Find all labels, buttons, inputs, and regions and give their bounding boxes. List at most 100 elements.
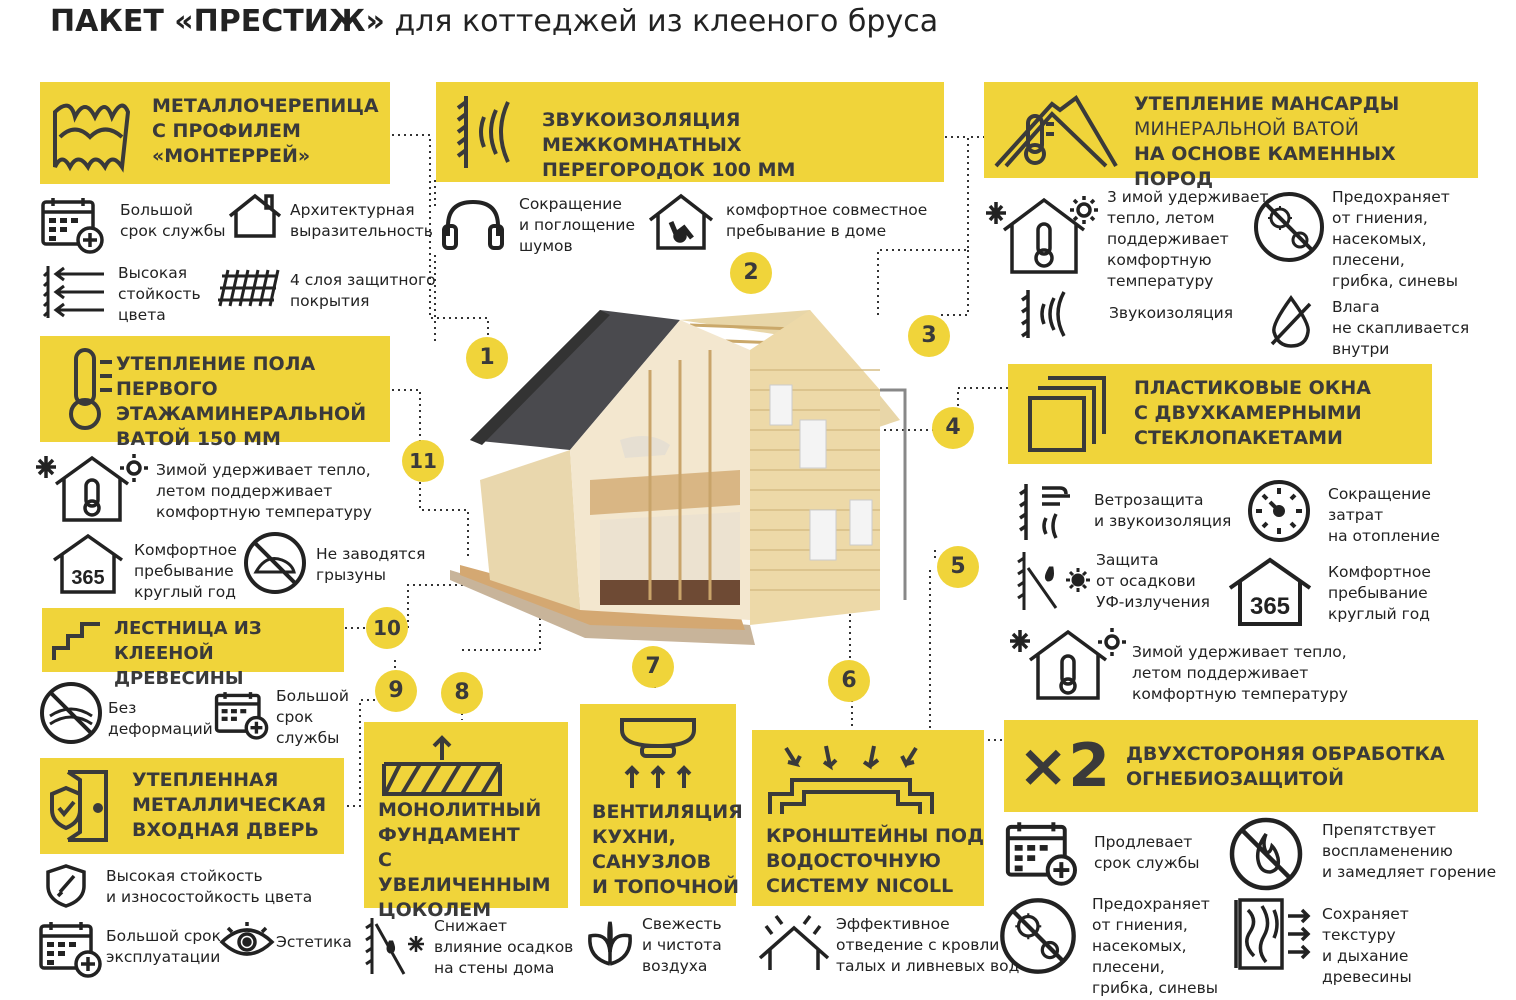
feature-text: пребывание в доме <box>726 222 887 240</box>
feature-text: комфортную температуру <box>156 503 372 521</box>
vent-heading-line: КУХНИ, <box>592 826 676 848</box>
feature-text: грызуны <box>316 566 387 584</box>
marker-10: 10 <box>366 607 408 649</box>
feature-text: и износостойкость цвета <box>106 888 313 906</box>
gutter-heading-line: ВОДОСТОЧНУЮ <box>766 850 941 872</box>
feature-text: и дыхание <box>1322 947 1409 965</box>
feature-text: Большой <box>120 201 193 219</box>
feature-text: поддерживает <box>1107 230 1229 248</box>
feature-text: тепло, летом <box>1107 209 1215 227</box>
floor-heading-box: УТЕПЛЕНИЕ ПОЛА ПЕРВОГО ЭТАЖАМИНЕРАЛЬНОЙ … <box>40 336 390 450</box>
floor-heading-line: ВАТОЙ 150 ММ <box>116 428 281 450</box>
feature-text: срок <box>276 708 314 726</box>
vent-icon <box>618 716 698 792</box>
roof-rain-icon <box>756 912 832 972</box>
feature-text: Комфортное <box>1328 563 1431 581</box>
rain-sun-icon <box>1016 548 1094 614</box>
feature-text: текстуру <box>1322 926 1396 944</box>
feature-text: Свежесть <box>642 915 722 933</box>
feature-text: Высокая стойкость <box>106 867 263 885</box>
stairs-icon <box>52 618 102 662</box>
feature-text: срок службы <box>1094 854 1200 872</box>
feature-text: комфортную <box>1107 251 1212 269</box>
feature-text: срок службы <box>120 222 226 240</box>
stairs-heading-line: ЛЕСТНИЦА ИЗ КЛЕЕНОЙ <box>114 618 262 664</box>
sound-heading-box: ЗВУКОИЗОЛЯЦИЯ МЕЖКОМНАТНЫХ ПЕРЕГОРОДОК 1… <box>436 82 944 182</box>
gutter-heading-box: КРОНШТЕЙНЫ ПОД ВОДОСТОЧНУЮ СИСТЕМУ NICOL… <box>752 730 984 906</box>
sound-heading-line: ПЕРЕГОРОДОК 100 ММ <box>542 159 796 181</box>
house-pets-icon <box>646 192 716 252</box>
feature-text: грибка, синевы <box>1332 272 1458 290</box>
feature-text: летом поддерживает <box>1132 664 1309 682</box>
attic-heading-box: УТЕПЛЕНИЕ МАНСАРДЫ МИНЕРАЛЬНОЙ ВАТОЙ НА … <box>984 82 1478 190</box>
attic-thermometer-icon <box>992 90 1122 172</box>
door-heading-line: ВХОДНАЯ ДВЕРЬ <box>132 819 319 841</box>
feature-text: воспламенению <box>1322 842 1453 860</box>
window-panes-icon <box>1026 374 1108 454</box>
feature-text: и поглощение <box>519 216 636 234</box>
attic-heading-line: НА ОСНОВЕ КАМЕННЫХ ПОРОД <box>1134 143 1396 190</box>
door-shield-icon <box>48 768 114 844</box>
x2-badge: ×2 <box>1018 731 1111 801</box>
foundation-heading-box: МОНОЛИТНЫЙ ФУНДАМЕНТ С УВЕЛИЧЕННЫМ ЦОКОЛ… <box>364 722 568 921</box>
feature-text: Снижает <box>434 917 508 935</box>
door-heading-line: УТЕПЛЕННАЯ <box>132 769 279 791</box>
feature-text: затрат <box>1328 506 1384 524</box>
gutter-bracket-icon <box>766 742 936 816</box>
feature-text: 4 слоя защитного <box>290 271 436 289</box>
calendar-plus-icon <box>214 690 270 740</box>
feature-text: и звукоизоляция <box>1094 512 1232 530</box>
house-365-icon: 365 <box>1226 556 1314 628</box>
roof-heading-line: МЕТАЛЛОЧЕРЕПИЦА <box>152 95 379 117</box>
marker-8: 8 <box>441 672 483 714</box>
thermometer-icon <box>62 346 124 434</box>
foundation-heading-line: ЦОКОЛЕМ <box>378 899 492 921</box>
svg-text:365: 365 <box>1250 593 1290 620</box>
no-fire-icon <box>1228 816 1304 892</box>
fire-heading-box: ×2 ДВУХСТОРОНЯЯ ОБРАБОТКА ОГНЕБИОЗАЩИТОЙ <box>1004 720 1478 812</box>
marker-7: 7 <box>632 646 674 688</box>
gutter-heading-line: СИСТЕМУ NICOLL <box>766 875 954 897</box>
feature-text: Сохраняет <box>1322 905 1409 923</box>
feature-text: Большой <box>276 687 349 705</box>
gauge-icon <box>1246 478 1312 544</box>
feature-text: летом поддерживает <box>156 482 333 500</box>
feature-text: насекомых, <box>1092 937 1187 955</box>
roof-heading-box: МЕТАЛЛОЧЕРЕПИЦА С ПРОФИЛЕМ «МОНТЕРРЕЙ» <box>40 82 390 184</box>
stairs-heading-line: ДРЕВЕСИНЫ <box>114 668 244 689</box>
feature-text: комфортное совместное <box>726 201 928 219</box>
windows-heading-line: С ДВУХКАМЕРНЫМИ <box>1134 402 1362 424</box>
feature-text: от гниения, <box>1332 209 1428 227</box>
attic-heading-line: УТЕПЛЕНИЕ МАНСАРДЫ <box>1134 93 1400 115</box>
feature-text: воздуха <box>642 957 708 975</box>
gutter-heading-line: КРОНШТЕЙНЫ ПОД <box>766 825 984 847</box>
windows-heading-box: ПЛАСТИКОВЫЕ ОКНА С ДВУХКАМЕРНЫМИ СТЕКЛОП… <box>1008 364 1432 464</box>
feature-text: стойкость <box>118 285 201 303</box>
feature-text: Архитектурная <box>290 201 415 219</box>
feature-text: цвета <box>118 306 166 324</box>
feature-text: 3 имой удерживает <box>1107 188 1269 206</box>
feature-text: УФ-излучения <box>1096 593 1211 611</box>
feature-text: температуру <box>1107 272 1214 290</box>
no-deform-icon <box>38 680 104 746</box>
marker-9: 9 <box>375 670 417 712</box>
leaf-icon <box>584 918 636 968</box>
feature-text: Зимой удерживает тепло, <box>1132 643 1347 661</box>
feature-text: отведение с кровли <box>836 936 1000 954</box>
feature-text: плесени, <box>1092 958 1165 976</box>
house-thermometer-icon <box>1008 624 1128 700</box>
feature-text: плесени, <box>1332 251 1405 269</box>
feature-text: влияние осадков <box>434 938 574 956</box>
stairs-heading-box: ЛЕСТНИЦА ИЗ КЛЕЕНОЙ ДРЕВЕСИНЫ <box>42 608 344 689</box>
feature-text: Без <box>108 699 137 717</box>
feature-text: Не заводятся <box>316 545 426 563</box>
vent-heading-line: САНУЗЛОВ <box>592 851 712 873</box>
feature-text: Препятствует <box>1322 821 1436 839</box>
foundation-heading-line: МОНОЛИТНЫЙ <box>378 799 542 821</box>
feature-text: Продлевает <box>1094 833 1193 851</box>
feature-text: и замедляет горение <box>1322 863 1497 881</box>
windows-heading-line: ПЛАСТИКОВЫЕ ОКНА <box>1134 377 1371 399</box>
sound-heading-line: ЗВУКОИЗОЛЯЦИЯ МЕЖКОМНАТНЫХ <box>542 109 742 156</box>
feature-text: комфортную температуру <box>1132 685 1348 703</box>
page-title: ПАКЕТ «ПРЕСТИЖ» для коттеджей из клееног… <box>50 4 939 39</box>
